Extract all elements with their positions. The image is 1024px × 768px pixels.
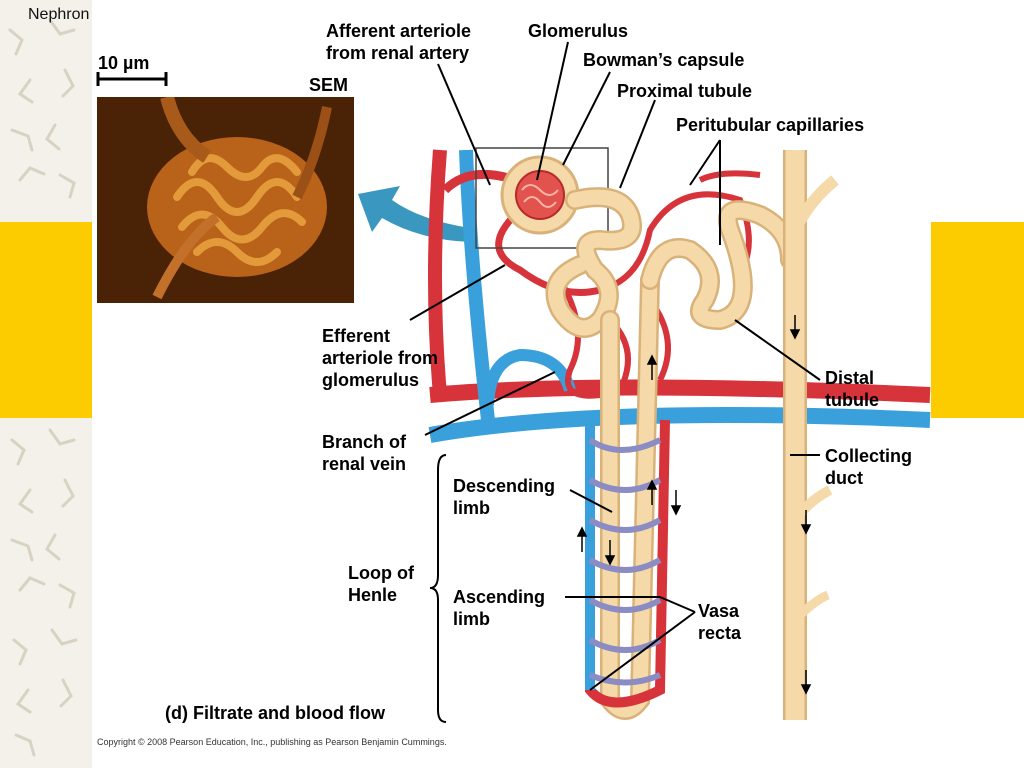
figure-caption: (d) Filtrate and blood flow	[165, 703, 385, 723]
collecting-duct	[783, 150, 839, 720]
yellow-accent-right	[931, 222, 1024, 418]
glomerulus-micrograph-image	[97, 97, 354, 303]
slide-title: Nephron	[28, 6, 90, 23]
vasa-recta	[585, 419, 670, 708]
label-branch-renal-vein: Branch of renal vein	[322, 432, 407, 474]
loop-bracket	[429, 454, 447, 723]
scale-bar	[96, 72, 168, 86]
glomerulus	[515, 170, 565, 220]
leader-lines	[409, 41, 821, 691]
label-bowmans-capsule: Bowman’s capsule	[583, 50, 745, 70]
label-distal-tubule: Distal tubule	[825, 368, 879, 410]
pointer-arrow-icon	[358, 186, 470, 242]
label-proximal-tubule: Proximal tubule	[617, 81, 753, 101]
label-loop-of-henle: Loop of Henle	[348, 563, 414, 605]
label-afferent-arteriole: Afferent arteriole from renal artery	[326, 21, 472, 63]
renal-vein-branch	[428, 407, 931, 443]
label-efferent-arteriole: Efferent arteriole from glomerulus	[322, 326, 439, 390]
copyright-text: Copyright © 2008 Pearson Education, Inc.…	[97, 737, 447, 747]
sem-photo	[97, 97, 354, 303]
scale-bar-label: 10 µm	[98, 53, 150, 73]
sem-label: SEM	[309, 75, 349, 95]
label-ascending-limb: Ascending limb	[453, 587, 546, 629]
yellow-accent-left	[0, 222, 92, 418]
pattern-icon	[8, 18, 78, 757]
label-glomerulus: Glomerulus	[528, 21, 629, 41]
label-descending-limb: Descending limb	[453, 476, 556, 518]
label-collecting-duct: Collecting duct	[825, 446, 913, 488]
label-vasa-recta: Vasa recta	[698, 601, 742, 643]
flow-arrows	[576, 315, 812, 695]
label-peritubular-capillaries: Peritubular capillaries	[676, 115, 865, 135]
